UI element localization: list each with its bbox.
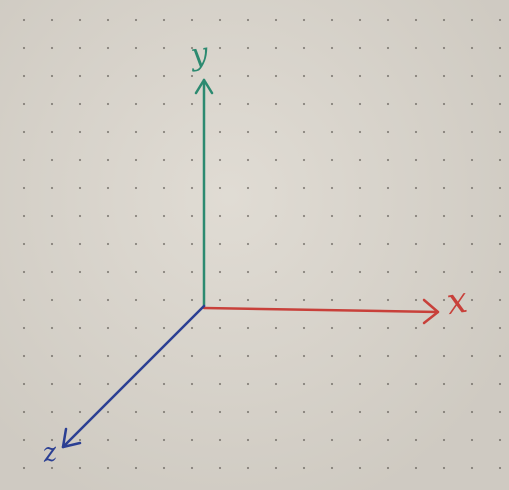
z-axis-arrowhead [61,427,82,449]
x-axis-line [202,306,440,314]
x-axis-arrowhead [422,298,440,325]
z-axis-line [61,304,206,449]
y-axis [194,78,214,308]
x-axis [202,298,440,325]
z-axis [61,304,206,449]
y-axis-arrowhead [194,78,214,95]
